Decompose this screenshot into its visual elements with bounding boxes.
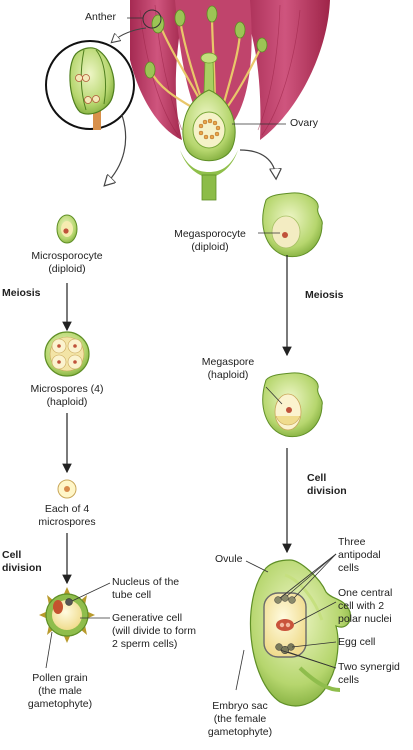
label-ovule: Ovule: [215, 553, 243, 565]
flower: [130, 0, 330, 201]
label-microsporocyte: Microsporocyte (diploid): [31, 250, 103, 275]
label-embryo-sac: Embryo sac (the female gametophyte): [207, 700, 273, 738]
label-megaspore: Megaspore (haploid): [201, 356, 255, 381]
label-cell-division-right: Cell division: [307, 472, 347, 497]
megaspore-ovule: [262, 372, 323, 438]
label-tube-nucleus: Nucleus of the tube cell: [112, 576, 180, 601]
label-generative-cell: Generative cell (will divide to form 2 s…: [112, 612, 197, 650]
petal-left: [130, 0, 185, 140]
microsporocyte-cell: [56, 214, 78, 244]
mature-ovule: [249, 559, 351, 707]
microspores-tetrad: [44, 331, 90, 377]
label-ovary: Ovary: [290, 117, 319, 129]
label-anther: Anther: [85, 11, 116, 23]
label-egg-cell: Egg cell: [338, 636, 376, 648]
label-pollen-grain: Pollen grain (the male gametophyte): [27, 672, 93, 710]
anther-highlight: [142, 9, 162, 29]
single-microspore: [57, 479, 77, 499]
anther-zoom: [45, 27, 147, 130]
megasporocyte-ovule: [262, 192, 323, 258]
flower-stem: [201, 174, 217, 201]
label-synergid: Two synergid cells: [338, 661, 400, 686]
label-microspores: Microspores (4) (haploid): [30, 383, 104, 408]
pollen-grain: [39, 587, 95, 643]
petal-right: [240, 0, 330, 140]
label-meiosis-left: Meiosis: [2, 287, 41, 299]
label-central-cell: One central cell with 2 polar nuclei: [338, 587, 393, 625]
label-each-microspore: Each of 4 microspores: [38, 503, 96, 528]
label-meiosis-right: Meiosis: [305, 289, 344, 301]
label-megasporocyte: Megasporocyte (diploid): [174, 228, 246, 253]
label-antipodal: Three antipodal cells: [338, 536, 381, 574]
label-cell-division-left: Cell division: [2, 549, 42, 574]
